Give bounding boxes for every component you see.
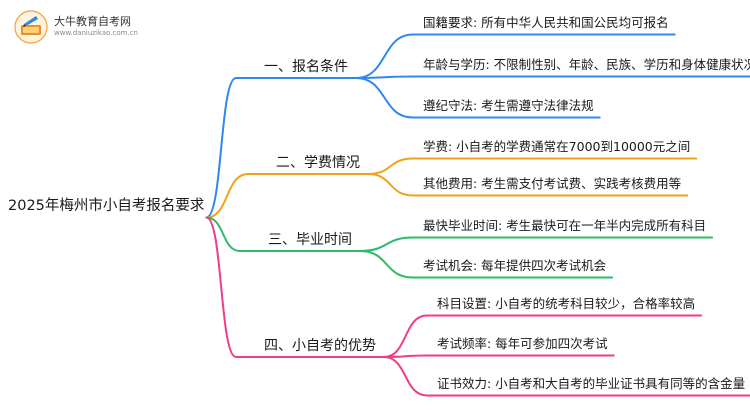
leaf-4-3: 证书效力: 小自考和大自考的毕业证书具有同等的含金量 bbox=[437, 376, 746, 391]
leaf-2-1: 学费: 小自考的学费通常在7000到10000元之间 bbox=[423, 139, 691, 154]
logo-title: 大牛教育自考网 bbox=[54, 15, 131, 29]
root-to-branch-4-connector bbox=[205, 216, 237, 358]
root-to-branch-2-connector bbox=[205, 173, 249, 219]
leaf-1-3: 遵纪守法: 考生需遵守法律法规 bbox=[423, 98, 594, 113]
logo: 大牛教育自考网 www.daniuzikao.com.cn bbox=[14, 10, 138, 44]
leaf-4-1: 科目设置: 小自考的统考科目较少，合格率较高 bbox=[437, 296, 696, 311]
branch-4-to-leaf-1-connector bbox=[383, 314, 428, 358]
branch-4-label: 四、小自考的优势 bbox=[264, 338, 376, 354]
branch-1-to-leaf-3-connector bbox=[355, 77, 414, 119]
branch-3-to-leaf-1-connector bbox=[359, 236, 414, 252]
leaf-1-2: 年龄与学历: 不限制性别、年龄、民族、学历和身体健康状况 bbox=[423, 57, 750, 72]
branch-3-label: 三、毕业时间 bbox=[268, 232, 352, 248]
leaf-1-1: 国籍要求: 所有中华人民共和国公民均可报名 bbox=[423, 15, 669, 30]
branch-1-to-leaf-1-connector bbox=[355, 33, 414, 79]
root-to-branch-3-connector bbox=[205, 216, 241, 252]
leaf-4-2: 考试频率: 每年可参加四次考试 bbox=[437, 336, 608, 351]
branch-3-to-leaf-2-connector bbox=[359, 250, 414, 279]
leaf-3-1: 最快毕业时间: 考生最快可在一年半内完成所有科目 bbox=[423, 218, 707, 233]
logo-url: www.daniuzikao.com.cn bbox=[54, 28, 138, 37]
root-to-branch-1-connector bbox=[205, 77, 237, 219]
logo-text: 大牛教育自考网 www.daniuzikao.com.cn bbox=[54, 16, 138, 37]
branch-2-to-leaf-2-connector bbox=[367, 173, 414, 197]
leaf-3-2: 考试机会: 每年提供四次考试机会 bbox=[423, 258, 607, 273]
leaf-2-2: 其他费用: 考生需支付考试费、实践考核费用等 bbox=[423, 176, 682, 191]
branch-2-to-leaf-1-connector bbox=[367, 157, 414, 175]
root-topic: 2025年梅州市小自考报名要求 bbox=[8, 198, 205, 214]
branch-2-label: 二、学费情况 bbox=[276, 155, 360, 171]
branch-4-to-leaf-3-connector bbox=[383, 356, 428, 397]
pencil-book-icon bbox=[14, 10, 48, 44]
branch-1-label: 一、报名条件 bbox=[264, 59, 348, 75]
